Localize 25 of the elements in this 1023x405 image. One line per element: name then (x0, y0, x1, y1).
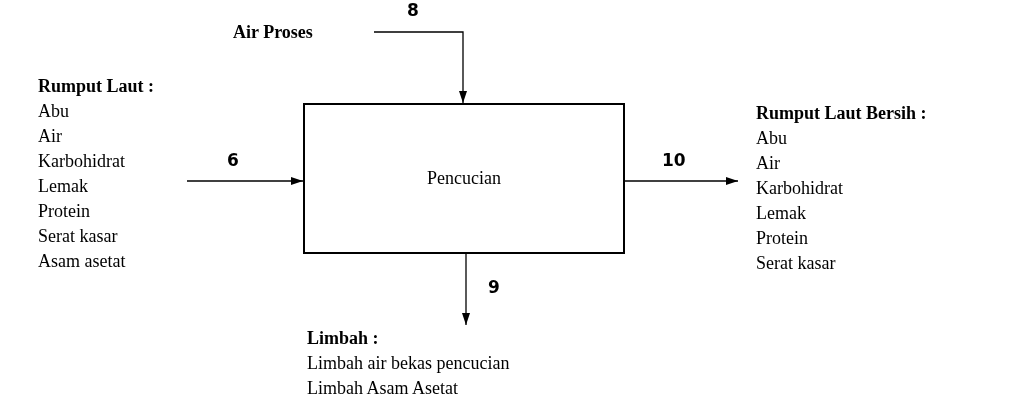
component-item: Limbah Asam Asetat (307, 377, 459, 400)
component-item: Abu (756, 127, 788, 150)
component-item: Lemak (38, 175, 89, 198)
component-item: Protein (756, 227, 809, 250)
component-item: Karbohidrat (756, 177, 844, 200)
component-item: Serat kasar (38, 225, 119, 248)
component-item: Air (38, 125, 63, 148)
flow-arrow (373, 31, 467, 104)
process-label: Pencucian (427, 167, 501, 190)
component-item: Abu (38, 100, 70, 123)
component-item: Limbah air bekas pencucian (307, 352, 511, 375)
component-item: Karbohidrat (38, 150, 126, 173)
stream-heading: Rumput Laut : (38, 75, 156, 98)
component-item: Lemak (756, 202, 807, 225)
component-item: Serat kasar (756, 252, 837, 275)
input-label: Air Proses (233, 21, 314, 44)
stream-heading: Rumput Laut Bersih : (756, 102, 928, 125)
flow-arrow (462, 253, 470, 326)
component-item: Protein (38, 200, 91, 223)
process-box (303, 103, 625, 254)
stream-heading: Limbah : (307, 327, 380, 350)
component-item: Air (756, 152, 781, 175)
flow-arrow (624, 177, 739, 185)
component-item: Asam asetat (38, 250, 127, 273)
flow-arrow (186, 177, 304, 185)
